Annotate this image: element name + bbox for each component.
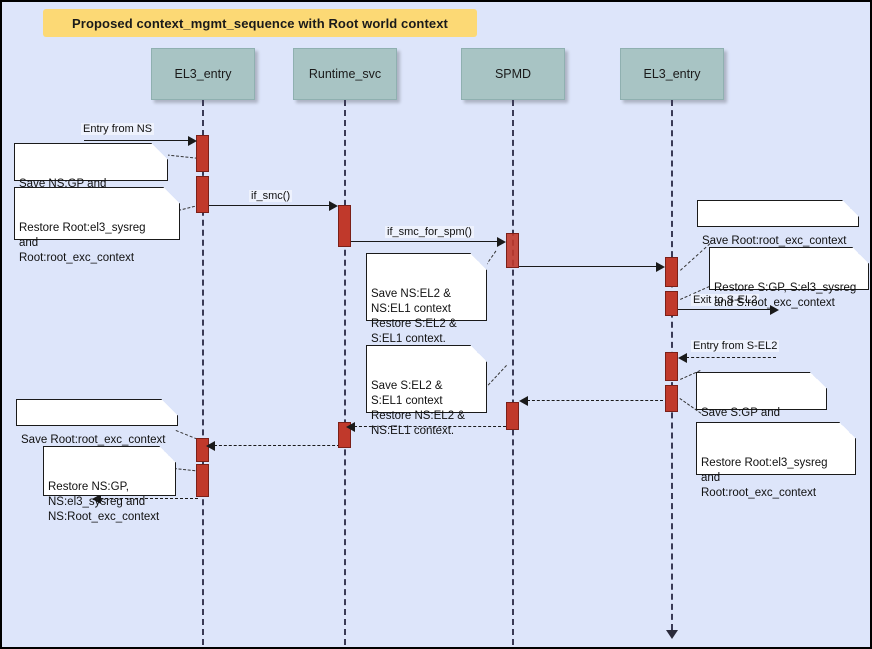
note-text: Save Root:root_exc_context — [21, 434, 166, 446]
message-spmd-to-el3-line — [519, 266, 658, 267]
note-fold-icon — [151, 143, 168, 160]
note-save-root-exc-context-top: Save Root:root_exc_context — [697, 200, 859, 247]
message-el3-to-spmd-return-arrowhead-icon — [519, 396, 528, 406]
message-label-entry-from-sel2: Entry from S-EL2 — [691, 340, 780, 352]
activation-el3-right-1 — [665, 257, 678, 287]
message-spmd-to-runtime-return-arrowhead-icon — [346, 422, 355, 432]
note-fold-icon — [852, 247, 869, 264]
lifeline-el3-entry-left — [202, 100, 204, 645]
message-label-exit-to-sel2: Exit to S-EL2 — [691, 294, 760, 306]
note-fold-icon — [810, 372, 827, 389]
activation-el3-right-3 — [665, 352, 678, 381]
note-restore-s-gp: Restore S:GP, S:el3_sysreg and S:root_ex… — [709, 247, 869, 309]
lifeline-runtime-svc — [344, 100, 346, 645]
participant-label: EL3_entry — [643, 67, 701, 81]
message-if-smc-arrowhead-icon — [329, 201, 338, 211]
activation-el3-left-1 — [196, 135, 209, 172]
participant-el3-entry-right[interactable]: EL3_entry — [620, 48, 724, 100]
note-save-s-gp: Save S:GP and S:root_exc_context — [696, 372, 827, 434]
diagram-title-banner: Proposed context_mgmt_sequence with Root… — [43, 9, 477, 37]
note-fold-icon — [159, 446, 176, 463]
message-label-if-smc-for-spm: if_smc_for_spm() — [385, 226, 474, 238]
note-save-s-el2: Save S:EL2 & S:EL1 context Restore NS:EL… — [366, 345, 487, 437]
message-label-entry-from-ns: Entry from NS — [81, 123, 155, 135]
note-text: Restore S:GP, S:el3_sysreg and S:root_ex… — [714, 282, 857, 309]
message-el3-exit-return-arrowhead-icon — [92, 494, 101, 504]
message-spmd-to-runtime-return-line — [354, 426, 506, 427]
activation-runtime-svc-1 — [338, 205, 351, 247]
message-exit-to-sel2-line — [678, 309, 772, 310]
note-text: Restore NS:GP, NS:el3_sysreg and NS:Root… — [48, 481, 160, 523]
activation-spmd-1 — [506, 233, 519, 268]
message-entry-from-sel2-arrowhead-icon — [678, 353, 687, 363]
message-el3-to-spmd-return-line — [527, 400, 663, 401]
activation-el3-right-2 — [665, 291, 678, 316]
activation-el3-left-4 — [196, 464, 209, 497]
participant-runtime-svc[interactable]: Runtime_svc — [293, 48, 397, 100]
activation-el3-right-4 — [665, 385, 678, 412]
note-fold-icon — [163, 187, 180, 204]
participant-el3-entry-left[interactable]: EL3_entry — [151, 48, 255, 100]
note-fold-icon — [470, 253, 487, 270]
message-label-if-smc: if_smc() — [249, 190, 293, 202]
note-restore-ns-gp: Restore NS:GP, NS:el3_sysreg and NS:Root… — [43, 446, 176, 523]
participant-label: Runtime_svc — [308, 67, 382, 81]
note-fold-icon — [839, 422, 856, 439]
message-runtime-to-el3-return-arrowhead-icon — [206, 441, 215, 451]
note-fold-icon — [470, 345, 487, 362]
note-text: Save NS:EL2 & NS:EL1 context Restore S:E… — [371, 288, 457, 345]
message-if-smc-line — [209, 205, 331, 206]
note-restore-root-el3-sysreg-bottom: Restore Root:el3_sysreg and Root:root_ex… — [696, 422, 856, 499]
message-entry-from-ns-line — [84, 140, 190, 141]
note-save-ns-gp: Save NS:GP and NS:Root_exc_context — [14, 143, 168, 205]
message-if-smc-for-spm-arrowhead-icon — [497, 237, 506, 247]
participant-label: EL3_entry — [174, 67, 232, 81]
message-el3-exit-return-line — [100, 498, 198, 499]
message-runtime-to-el3-return-line — [214, 445, 340, 446]
note-save-root-exc-context-bottom: Save Root:root_exc_context — [16, 399, 178, 446]
participant-spmd[interactable]: SPMD — [461, 48, 565, 100]
note-save-ns-el2: Save NS:EL2 & NS:EL1 context Restore S:E… — [366, 253, 487, 345]
note-text: Restore Root:el3_sysreg and Root:root_ex… — [701, 457, 828, 499]
note-text: Save S:EL2 & S:EL1 context Restore NS:EL… — [371, 380, 465, 437]
message-exit-to-sel2-arrowhead-icon — [770, 305, 779, 315]
activation-el3-left-2 — [196, 176, 209, 213]
activation-spmd-2 — [506, 402, 519, 430]
message-if-smc-for-spm-line — [351, 241, 499, 242]
note-text: Save Root:root_exc_context — [702, 235, 847, 247]
message-entry-from-ns-arrowhead-icon — [188, 136, 197, 146]
participant-label: SPMD — [494, 67, 532, 81]
message-entry-from-sel2-line — [686, 357, 776, 358]
note-text: Restore Root:el3_sysreg and Root:root_ex… — [19, 222, 146, 264]
lifeline-end-arrow-icon — [666, 630, 678, 639]
note-fold-icon — [842, 200, 859, 217]
note-restore-root-el3-sysreg-top: Restore Root:el3_sysreg and Root:root_ex… — [14, 187, 180, 264]
note-fold-icon — [161, 399, 178, 416]
lifeline-spmd — [512, 100, 514, 645]
message-spmd-to-el3-arrowhead-icon — [656, 262, 665, 272]
